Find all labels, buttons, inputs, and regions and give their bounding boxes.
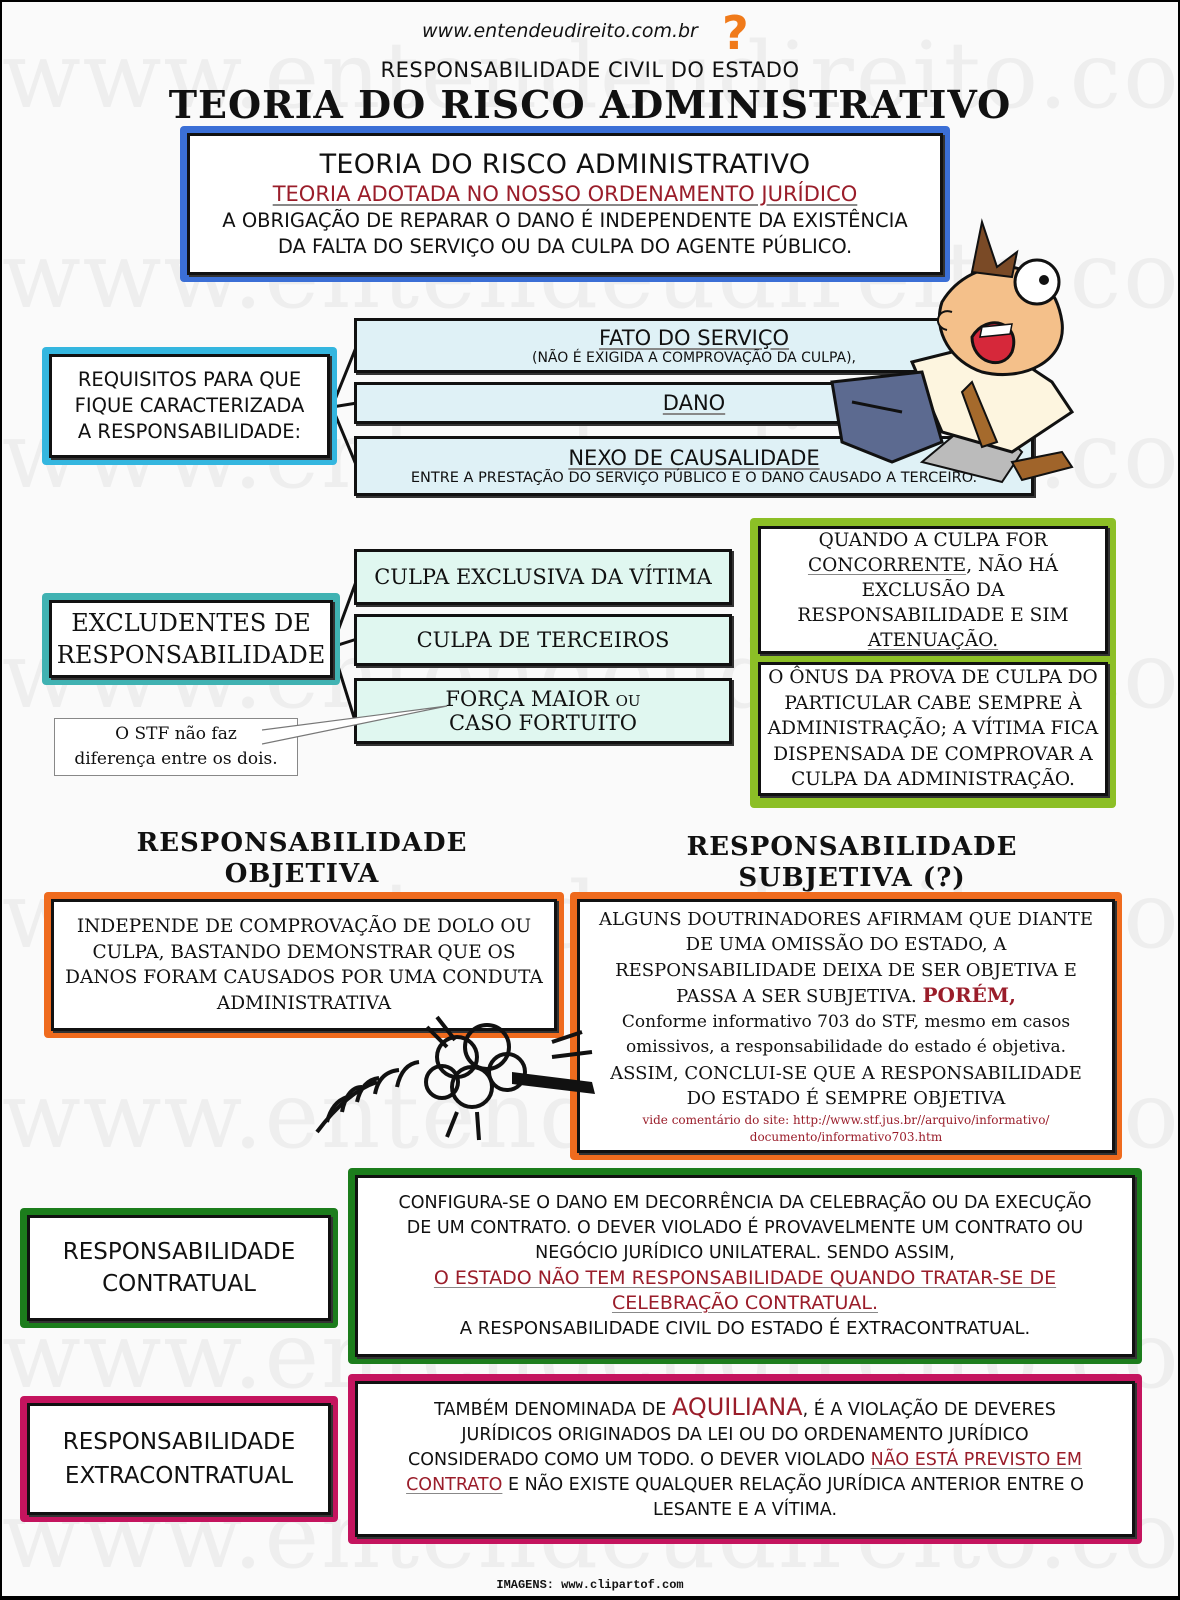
text-line: INDEPENDE DE COMPROVAÇÃO DE DOLO OU [76, 916, 532, 937]
subjetiva-box: ALGUNS DOUTRINADORES AFIRMAM QUE DIANTE … [570, 892, 1122, 1160]
stf-reference-link[interactable]: documento/informativo703.htm [749, 1129, 943, 1144]
requisitos-label-box: REQUISITOS PARA QUE FIQUE CARACTERIZADA … [42, 347, 337, 465]
text-line: JURÍDICOS ORIGINADOS DA LEI OU DO ORDENA… [461, 1425, 1029, 1445]
excludente-culpa-vitima: CULPA EXCLUSIVA DA VÍTIMA [354, 549, 732, 605]
text-line: LESANTE E A VÍTIMA. [652, 1500, 838, 1520]
text-line: Conforme informativo 703 do STF, mesmo e… [621, 1011, 1071, 1032]
highlight-line: O ESTADO NÃO TEM RESPONSABILIDADE QUANDO… [433, 1267, 1057, 1289]
requisito-nexo: NEXO DE CAUSALIDADE ENTRE A PRESTAÇÃO DO… [354, 436, 1034, 496]
text-line: DE UMA OMISSÃO DO ESTADO, A [685, 934, 1007, 955]
intro-title: TEORIA DO RISCO ADMINISTRATIVO [319, 148, 811, 180]
concorrente-note: QUANDO A CULPA FOR CONCORRENTE, NÃO HÁ E… [758, 526, 1108, 654]
side-notes-box: QUANDO A CULPA FOR CONCORRENTE, NÃO HÁ E… [750, 518, 1116, 808]
intro-highlight: TEORIA ADOTADA NO NOSSO ORDENAMENTO JURÍ… [272, 181, 858, 206]
question-mark-logo-icon: ? [722, 6, 749, 60]
callout-line: diferença entre os dois. [74, 749, 278, 769]
label-line: REQUISITOS PARA QUE [77, 368, 302, 391]
text-line: PASSA A SER SUBJETIVA. PORÉM, [676, 983, 1016, 1007]
callout-pointer [262, 705, 448, 745]
text-line: ALGUNS DOUTRINADORES AFIRMAM QUE DIANTE [599, 908, 1093, 930]
note-line: PARTICULAR CABE SEMPRE À [784, 692, 1082, 714]
requisito-title: NEXO DE CAUSALIDADE [568, 446, 820, 470]
text-line: CONSIDERADO COMO UM TODO. O DEVER VIOLAD… [408, 1450, 1082, 1470]
intro-box: TEORIA DO RISCO ADMINISTRATIVO TEORIA AD… [180, 126, 950, 282]
objetiva-heading: RESPONSABILIDADE OBJETIVA [62, 828, 542, 890]
subjetiva-heading: RESPONSABILIDADE SUBJETIVA (?) [612, 832, 1092, 894]
requisito-sub: (NÃO É EXIGIDA A COMPROVAÇÃO DA CULPA), [532, 349, 856, 366]
running-man-icon [830, 218, 1075, 484]
page-title: TEORIA DO RISCO ADMINISTRATIVO [168, 82, 1012, 127]
requisito-title: FATO DO SERVIÇO [598, 325, 790, 350]
text-line: DANOS FORAM CAUSADOS POR UMA CONDUTA [65, 967, 543, 988]
running-man-illustration [822, 212, 1122, 492]
page-subtitle: RESPONSABILIDADE CIVIL DO ESTADO [380, 58, 800, 82]
stf-reference-link[interactable]: vide comentário do site: http://www.stf.… [642, 1112, 1050, 1127]
text-line: CONFIGURA-SE O DANO EM DECORRÊNCIA DA CE… [398, 1193, 1092, 1213]
objetiva-box: INDEPENDE DE COMPROVAÇÃO DE DOLO OU CULP… [44, 892, 564, 1038]
label-line: A RESPONSABILIDADE: [77, 420, 302, 443]
label-line: EXCLUDENTES DE [71, 609, 311, 637]
bullet-explosion-icon [315, 1015, 595, 1141]
note-line: RESPONSABILIDADE E SIM [797, 604, 1069, 626]
excludente-culpa-terceiros: CULPA DE TERCEIROS [354, 614, 732, 666]
label-line: RESPONSABILIDADE [62, 1239, 296, 1265]
intro-line: DA FALTA DO SERVIÇO OU DA CULPA DO AGENT… [277, 234, 853, 258]
requisito-sub: ENTRE A PRESTAÇÃO DO SERVIÇO PÚBLICO E O… [410, 470, 978, 486]
onus-note: O ÔNUS DA PROVA DE CULPA DO PARTICULAR C… [758, 662, 1108, 796]
note-line: O ÔNUS DA PROVA DE CULPA DO [768, 667, 1098, 689]
label-line: EXTRACONTRATUAL [64, 1463, 294, 1489]
label-line: FIQUE CARACTERIZADA [74, 394, 305, 417]
highlight-line: CELEBRAÇÃO CONTRATUAL. [611, 1292, 879, 1314]
note-line: ATENUAÇÃO. [867, 629, 999, 651]
note-line: EXCLUSÃO DA [861, 579, 1005, 601]
note-line: CONCORRENTE, NÃO HÁ [807, 554, 1059, 576]
label-line: RESPONSABILIDADE [62, 1429, 296, 1455]
text-line: DO ESTADO É SEMPRE OBJETIVA [686, 1088, 1006, 1109]
callout-line: O STF não faz [115, 724, 237, 744]
contratual-label-box: RESPONSABILIDADE CONTRATUAL [20, 1208, 338, 1328]
text-line: DE UM CONTRATO. O DEVER VIOLADO É PROVAV… [406, 1218, 1084, 1238]
image-credit: IMAGENS: www.clipartof.com [496, 1578, 684, 1592]
excludente-title: CULPA DE TERCEIROS [416, 628, 670, 652]
note-line: DISPENSADA DE COMPROVAR A [773, 743, 1093, 765]
text-line: omissivos, a responsabilidade do estado … [625, 1037, 1067, 1057]
note-line: CULPA DA ADMINISTRAÇÃO. [791, 769, 1075, 791]
text-line: TAMBÉM DENOMINADA DE AQUILIANA, É A VIOL… [434, 1393, 1056, 1421]
requisito-title: DANO [662, 391, 726, 415]
note-line: QUANDO A CULPA FOR [818, 529, 1048, 551]
stf-callout: O STF não faz diferença entre os dois. [54, 718, 298, 776]
site-url[interactable]: www.entendeudireito.com.br ? [422, 6, 749, 60]
bullet-illustration [307, 1002, 607, 1142]
label-line: RESPONSABILIDADE [56, 641, 326, 669]
excludente-title: CULPA EXCLUSIVA DA VÍTIMA [374, 565, 712, 589]
text-line: CULPA, BASTANDO DEMONSTRAR QUE OS [92, 941, 516, 963]
text-line: CONTRATO E NÃO EXISTE QUALQUER RELAÇÃO J… [406, 1475, 1084, 1495]
text-line: NEGÓCIO JURÍDICO UNILATERAL. SENDO ASSIM… [535, 1243, 955, 1263]
excludentes-label-box: EXCLUDENTES DE RESPONSABILIDADE [42, 593, 340, 685]
text-line: ASSIM, CONCLUI-SE QUE A RESPONSABILIDADE [610, 1062, 1082, 1084]
heading-line: RESPONSABILIDADE [686, 832, 1018, 862]
contratual-box: CONFIGURA-SE O DANO EM DECORRÊNCIA DA CE… [348, 1168, 1142, 1364]
text-line: ADMINISTRATIVA [216, 992, 392, 1014]
heading-line: RESPONSABILIDADE [136, 828, 468, 858]
text-line: A RESPONSABILIDADE CIVIL DO ESTADO É EXT… [459, 1318, 1031, 1339]
heading-line: SUBJETIVA (?) [738, 863, 966, 893]
extracontratual-box: TAMBÉM DENOMINADA DE AQUILIANA, É A VIOL… [348, 1374, 1142, 1544]
excludente-title: FORÇA MAIOR OU [445, 687, 641, 711]
intro-line: A OBRIGAÇÃO DE REPARAR O DANO É INDEPEND… [222, 208, 908, 232]
text-line: RESPONSABILIDADE DEIXA DE SER OBJETIVA E [615, 959, 1077, 981]
note-line: ADMINISTRAÇÃO; A VÍTIMA FICA [767, 718, 1099, 740]
extracontratual-label-box: RESPONSABILIDADE EXTRACONTRATUAL [20, 1396, 338, 1522]
excludente-title: CASO FORTUITO [449, 711, 637, 735]
label-line: CONTRATUAL [102, 1271, 256, 1297]
heading-line: OBJETIVA [224, 859, 380, 889]
